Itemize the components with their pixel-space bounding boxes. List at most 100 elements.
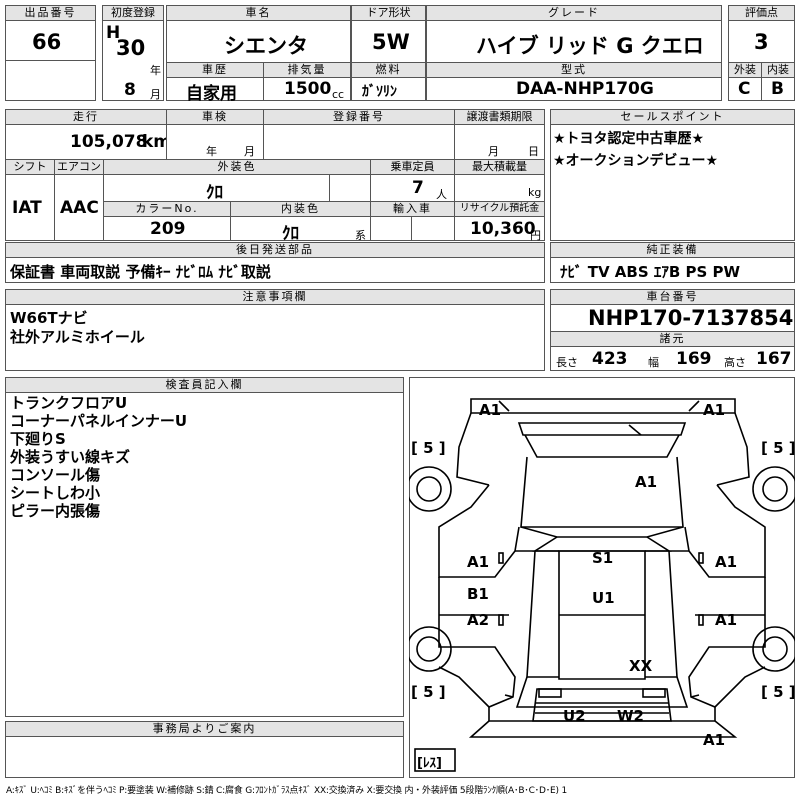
lot-no-value: 66 [32,30,62,54]
maxload-box [454,174,545,202]
inspector-line-7: ピラー内張傷 [10,502,101,520]
notes-line-1: W66Tナビ [10,309,88,327]
ext-color-header: 外装色 [103,159,371,175]
mark-seat-front: S1 [592,549,613,567]
chassis-box [550,304,795,332]
fuel-header: 燃料 [351,62,426,78]
import-box [370,216,412,241]
int-score-box [761,77,795,101]
fuel-box [351,77,426,101]
year-unit: 年 [150,64,161,77]
inspector-line-5: コンソール傷 [10,466,101,484]
disp-box [263,77,351,101]
inspector-line-1: トランクフロアU [10,394,128,412]
capacity-unit: 人 [436,188,447,201]
aircon-box [54,174,104,241]
mark-rear-door-left-2: A2 [467,611,489,629]
lot-no-header: 出品番号 [5,5,96,21]
tire-front-right: [ 5 ] [761,439,795,457]
door-value: 5W [372,30,410,54]
recycle-box [454,216,545,241]
history-box [166,77,264,101]
ext-color-value: ｸﾛ [206,183,223,203]
height-value: 167 [756,349,792,369]
height-label: 高さ [724,356,746,369]
inspection-header: 車検 [166,109,264,125]
genuine-value: ﾅﾋﾞ TV ABS ｴｱB PS PW [560,263,741,281]
import-box2 [411,216,455,241]
int-color-header: 内装色 [230,201,371,217]
recycle-value: 10,360 [470,219,536,239]
car-name-value: シエンタ [224,34,308,58]
inspection-month: 月 [244,145,255,158]
int-score: B [771,79,784,99]
chassis-header: 車台番号 [550,289,795,305]
tire-rear-left: [ 5 ] [411,683,446,701]
later-parts-box [5,257,545,283]
inspector-line-6: シートしわ小 [10,484,101,502]
specs-box [550,346,795,371]
disp-unit: cc [332,88,345,101]
model-value: DAA-NHP170G [516,79,654,99]
ext-color-box [103,174,330,202]
mileage-header: 走行 [5,109,167,125]
office-header: 事務局よりご案内 [5,721,404,737]
score-value: 3 [754,30,769,54]
year-value: 30 [116,36,146,60]
color-no-value: 209 [150,219,186,239]
office-box [5,736,404,778]
genuine-box [550,257,795,283]
spare-label: [ﾚｽ] [417,756,442,771]
transfer-box [454,124,545,160]
maxload-unit: kg [528,186,542,199]
capacity-box [370,174,455,202]
inspector-line-3: 下廻りS [10,430,66,448]
mark-rear-w: W2 [617,707,644,725]
model-header: 型式 [426,62,722,78]
later-parts-header: 後日発送部品 [5,242,545,258]
notes-box [5,304,545,371]
recycle-header: リサイクル預託金 [454,201,545,217]
transfer-header: 譲渡書類期限 [454,109,545,125]
maxload-header: 最大積載量 [454,159,545,175]
mark-front-right: A1 [703,401,725,419]
legend: A:ｷｽﾞ U:ﾍｺﾐ B:ｷｽﾞを伴うﾍｺﾐ P:要塗装 W:補修跡 S:錆 … [6,786,567,796]
disp-value: 1500 [284,79,332,99]
regno-box [263,124,455,160]
model-box [426,77,722,101]
grade-header: グレード [426,5,722,21]
capacity-header: 乗車定員 [370,159,455,175]
aircon-value: AAC [60,198,99,218]
history-header: 車歴 [166,62,264,78]
shift-box [5,174,55,241]
ext-score-box [728,77,762,101]
mark-rear-door-right: A1 [715,611,737,629]
ext-color-box2 [329,174,371,202]
month-unit: 月 [150,88,161,101]
chassis-value: NHP170-7137854 [588,306,794,330]
car-name-header: 車名 [166,5,351,21]
mark-rear-door-left-1: B1 [467,585,489,603]
first-reg-header: 初度登録 [102,5,164,21]
history-value: 自家用 [186,84,237,104]
width-value: 169 [676,349,712,369]
shift-header: シフト [5,159,55,175]
first-reg-box [102,5,164,101]
tire-front-left: [ 5 ] [411,439,446,457]
tire-rear-right: [ 5 ] [761,683,795,701]
inspection-year: 年 [206,145,217,158]
later-parts-value: 保証書 車両取説 予備ｷｰ ﾅﾋﾞﾛﾑ ﾅﾋﾞ取説 [10,263,271,281]
mark-front-door-right: A1 [715,553,737,571]
length-value: 423 [592,349,628,369]
car-diagram: A1 A1 A1 A1 A1 B1 A2 A1 S1 U1 XX U2 W2 A… [409,398,795,772]
month-value: 8 [124,80,136,100]
mark-front-left: A1 [479,401,501,419]
aircon-header: エアコン [54,159,104,175]
color-no-header: カラーNo. [103,201,231,217]
ext-score: C [738,79,751,99]
mark-rear-bottom: A1 [703,731,725,749]
inspector-line-4: 外装うすい線キズ [10,448,131,466]
width-label: 幅 [648,356,659,369]
int-header: 内装 [761,62,795,78]
score-header: 評価点 [728,5,795,21]
